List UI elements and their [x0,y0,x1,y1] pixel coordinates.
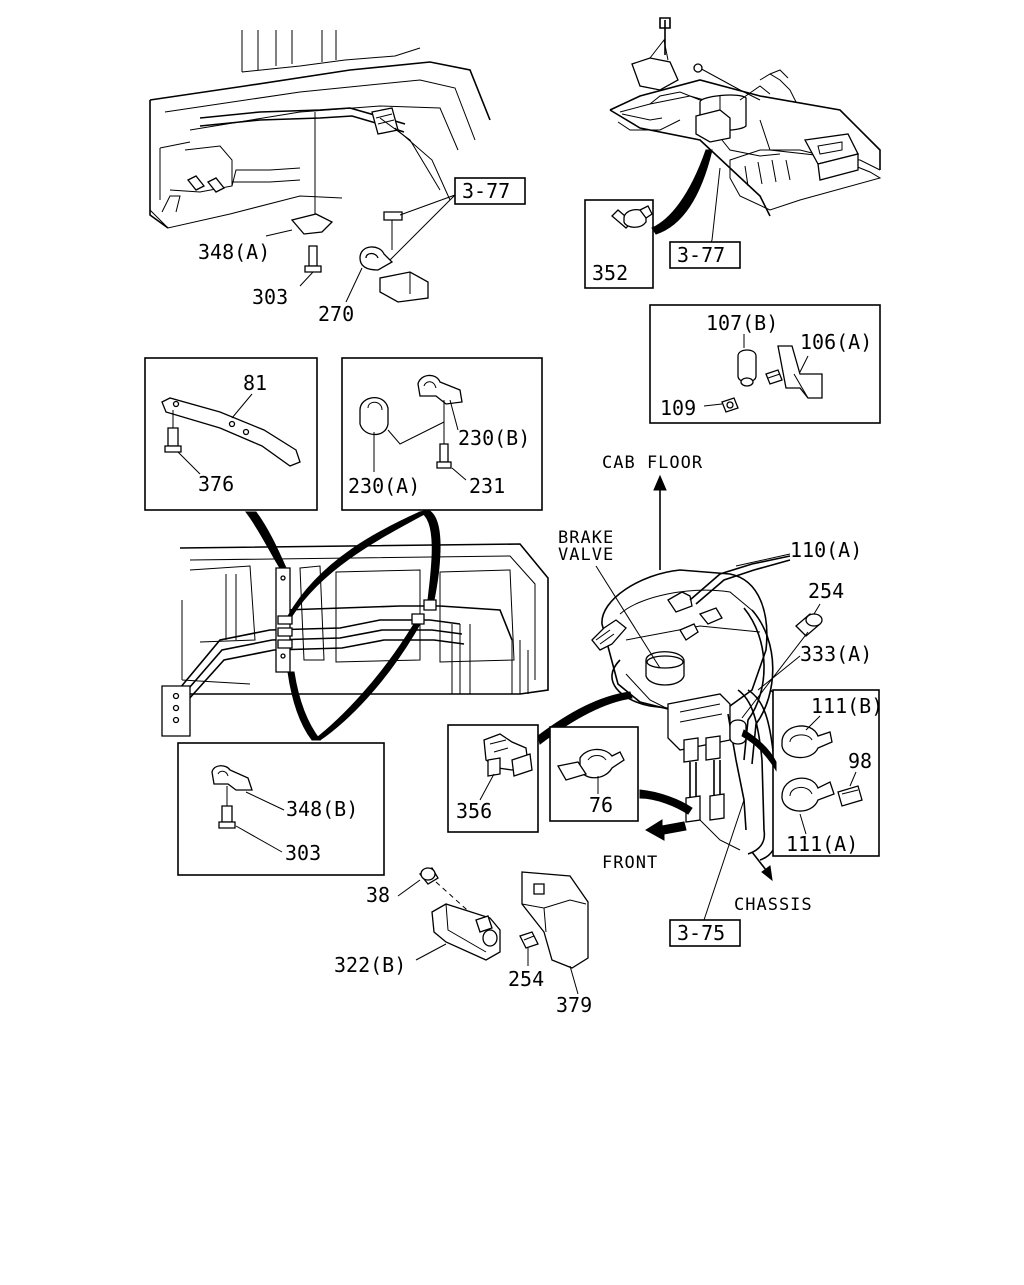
callout-348a: 348(A) [198,240,270,264]
leader-230-frame [287,511,429,617]
leader-379 [569,965,579,995]
leader-81 [244,511,287,569]
callout-348b: 348(B) [286,797,358,821]
detail-box-107-106-109 [649,304,881,424]
bracket-379 [519,871,589,969]
arrow-chassis [751,851,767,871]
caption-front: FRONT [602,853,658,873]
bracket-322b [418,867,501,961]
ref-3-77-right: 3-77 [677,243,725,267]
ref-box-3-77-right [669,241,741,269]
leader-brake-valve [595,565,661,669]
bolt-254-upper [795,613,823,637]
leader-110a [735,553,791,567]
callout-231: 231 [469,474,505,498]
callout-81: 81 [243,371,267,395]
leader-3-75 [703,799,745,921]
ref-3-75: 3-75 [677,921,725,945]
callout-111b: 111(B) [811,694,883,718]
callout-254a: 254 [808,579,844,603]
leader-76-valve [639,789,693,815]
callout-352: 352 [592,261,628,285]
ref-box-3-77-top [454,177,526,205]
callout-110a: 110(A) [790,538,862,562]
detail-box-111 [772,689,880,857]
leader-356 [479,773,495,801]
callout-230a: 230(A) [348,474,420,498]
leader-333a [741,631,809,719]
callout-303a: 303 [252,285,288,309]
arrowhead-chassis [761,865,773,882]
bracket-81 [161,397,301,467]
clip-bracket-106a [721,345,823,413]
brake-valve-assembly [591,555,793,861]
fitting-352 [611,205,653,229]
arrow-front [645,819,687,841]
fitting-356 [483,733,533,777]
callout-111a: 111(A) [786,832,858,856]
leader-38 [397,879,421,897]
caption-brake: BRAKE [558,528,614,548]
callout-303b: 303 [285,841,321,865]
caption-cab-floor: CAB FLOOR [602,453,703,473]
brake-lever-assembly [609,17,882,251]
leader-322b [415,943,447,961]
arrowhead-cab-floor [653,474,667,491]
callout-98: 98 [848,749,872,773]
callout-106a: 106(A) [800,330,872,354]
callout-254b: 254 [508,967,544,991]
callout-333a: 333(A) [800,642,872,666]
cab-rear-assembly [149,30,491,303]
ref-box-3-75 [669,919,741,947]
leader-254a [813,603,821,615]
callout-270: 270 [318,302,354,326]
callout-76: 76 [589,793,613,817]
clamp-348b [211,765,253,829]
ref-3-77-top: 3-77 [462,179,510,203]
callout-107b: 107(B) [706,311,778,335]
callout-322b: 322(B) [334,953,406,977]
clip-230 [359,374,463,469]
callout-376: 376 [198,472,234,496]
clip-76 [556,748,625,781]
leader-348b [287,671,322,741]
caption-chassis: CHASSIS [734,895,813,915]
detail-leader-352 [651,149,713,235]
frame-and-pipes [161,543,549,737]
callout-356: 356 [456,799,492,823]
callout-109: 109 [660,396,696,420]
callout-38: 38 [366,883,390,907]
leader-348b-frame [312,623,421,741]
caption-valve: VALVE [558,545,614,565]
leader-230 [418,509,441,601]
callout-379: 379 [556,993,592,1017]
leader-111 [741,729,777,772]
callout-230b: 230(B) [458,426,530,450]
clip-111 [781,725,863,812]
